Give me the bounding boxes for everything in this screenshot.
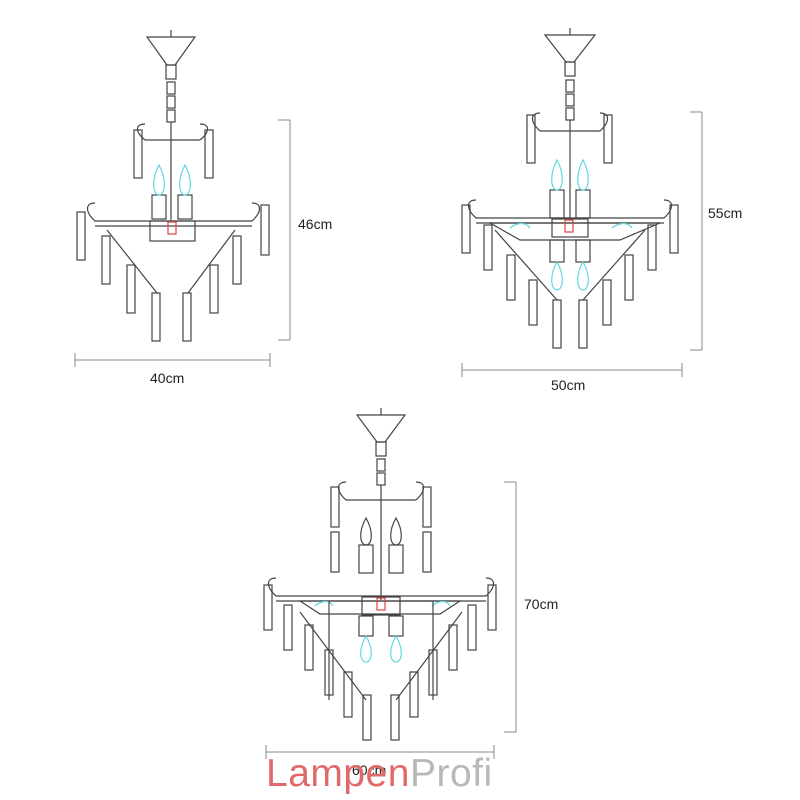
dimension-lines-small	[74, 119, 291, 367]
logo-part-lampen: Lampen	[266, 752, 410, 795]
width-label-small: 40cm	[150, 370, 185, 386]
chandelier-medium	[461, 28, 679, 349]
dimension-lines-large	[265, 481, 517, 759]
chandelier-small	[76, 30, 270, 342]
logo-part-profi: Profi	[409, 752, 493, 795]
width-label-large: 60cm	[352, 762, 387, 778]
width-label-medium: 50cm	[551, 377, 586, 393]
height-label-small: 46cm	[298, 216, 333, 232]
dimension-lines-medium	[461, 111, 703, 377]
height-label-large: 70cm	[524, 596, 559, 612]
chandelier-large	[263, 408, 497, 741]
lampenprofi-logo: LampenProfi	[266, 752, 493, 796]
height-label-medium: 55cm	[708, 205, 743, 221]
